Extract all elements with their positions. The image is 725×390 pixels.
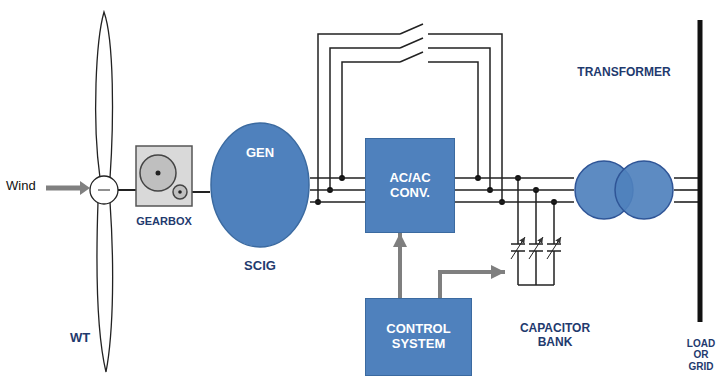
node-label: GEN xyxy=(246,146,274,161)
node-label: CONTROL SYSTEM xyxy=(372,322,465,352)
capacitor-bank-node: CAPACITOR BANK xyxy=(505,230,605,350)
power-line xyxy=(200,191,210,193)
node-sublabel: SCIG xyxy=(244,259,276,274)
wind-arrow xyxy=(46,181,90,195)
wind-turbine xyxy=(90,12,118,372)
wind-label: Wind xyxy=(6,179,36,194)
capacitor-symbols xyxy=(511,178,561,285)
power-line xyxy=(310,178,365,202)
node-label: GEARBOX xyxy=(136,215,192,228)
gearbox-node: GEARBOX xyxy=(128,146,200,228)
turbine-node: WT xyxy=(68,8,118,348)
gearbox-symbol xyxy=(136,146,192,206)
transformer-node: TRANSFORMER xyxy=(574,66,674,222)
node-label: TRANSFORMER xyxy=(577,66,670,80)
grid-bus xyxy=(680,20,700,322)
node-label: AC/AC CONV. xyxy=(372,171,448,201)
node-outline xyxy=(574,66,674,222)
generator-outline xyxy=(211,123,309,247)
node-outline xyxy=(210,122,310,274)
node-label: LOAD OR GRID xyxy=(680,338,722,373)
power-line xyxy=(455,178,574,202)
control-box: CONTROL SYSTEM xyxy=(365,298,472,376)
power-line xyxy=(118,189,128,191)
control-arrow xyxy=(398,233,402,298)
node-label: CAPACITOR BANK xyxy=(513,322,597,350)
converter-box: AC/AC CONV. xyxy=(365,138,455,233)
transformer-winding xyxy=(615,161,673,219)
bypass-switches xyxy=(318,24,502,202)
node-label: WT xyxy=(70,331,90,346)
power-line xyxy=(674,178,680,202)
control-arrow xyxy=(440,272,505,298)
generator-circle: GEN SCIG xyxy=(210,122,310,274)
grid-node: LOAD OR GRID xyxy=(680,20,722,372)
